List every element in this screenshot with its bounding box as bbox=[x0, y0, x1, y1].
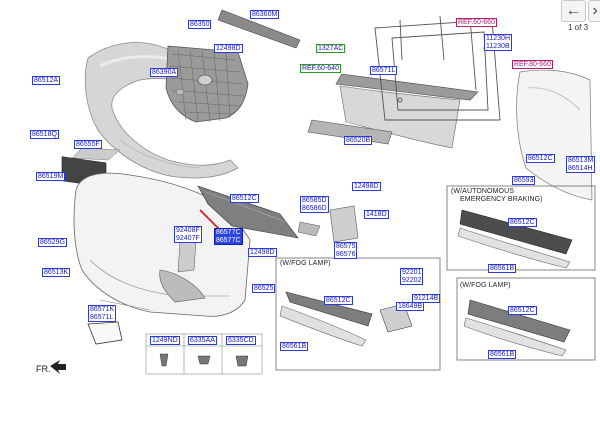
part-label-86512C-aeb[interactable]: 86512C bbox=[508, 218, 537, 227]
part-label-1327AC[interactable]: 1327AC bbox=[316, 44, 346, 53]
part-label-86529G[interactable]: 86529G bbox=[38, 238, 67, 247]
part-label-86520B[interactable]: 86520B bbox=[344, 136, 373, 145]
next-page-button[interactable]: › bbox=[588, 0, 600, 22]
fastener-table bbox=[145, 333, 263, 375]
part-label-1418D[interactable]: 1418D bbox=[364, 210, 389, 219]
part-label-86390A[interactable]: 86390A bbox=[150, 68, 179, 77]
fog-lamp-box-right bbox=[456, 277, 596, 361]
part-label-86350[interactable]: 86350 bbox=[188, 20, 212, 29]
front-direction-label: FR. bbox=[36, 364, 51, 374]
part-label-1249ND[interactable]: 1249ND bbox=[150, 336, 180, 345]
upper-shield-part bbox=[217, 9, 301, 49]
ref-label-80-660[interactable]: REF.80-660 bbox=[512, 60, 553, 69]
fog-lamp-bezel bbox=[87, 321, 123, 345]
part-label-91214B[interactable]: 91214B bbox=[412, 294, 441, 303]
part-label-86561B-aeb[interactable]: 86561B bbox=[488, 264, 517, 273]
radiator-grille bbox=[165, 45, 249, 123]
lower-bumper-assembly bbox=[73, 172, 251, 317]
part-label-86518Q[interactable]: 86518Q bbox=[30, 130, 59, 139]
part-label-86512C-right[interactable]: 86512C bbox=[526, 154, 555, 163]
part-label-86525[interactable]: 86525 bbox=[252, 284, 276, 293]
part-label-86561B-fog-right[interactable]: 86561B bbox=[488, 350, 517, 359]
part-label-86555F[interactable]: 86555F bbox=[74, 140, 102, 149]
part-label-86512C-center[interactable]: 86512C bbox=[230, 194, 259, 203]
front-arrow-icon bbox=[50, 360, 66, 374]
fastener-icons bbox=[159, 353, 249, 367]
previous-page-button[interactable]: ← bbox=[561, 0, 586, 22]
part-label-86513K[interactable]: 86513K bbox=[42, 268, 71, 277]
part-label-86512A[interactable]: 86512A bbox=[32, 76, 61, 85]
part-label-18649B[interactable]: 18649B bbox=[396, 302, 425, 311]
part-label-86512C-fog-right[interactable]: 86512C bbox=[508, 306, 537, 315]
part-label-6335CD[interactable]: 6335CD bbox=[226, 336, 256, 345]
fog-lamp-box-title: (W/FOG LAMP) bbox=[280, 260, 331, 267]
mounting-bracket bbox=[177, 239, 197, 273]
part-label-86519M[interactable]: 86519M bbox=[36, 172, 66, 181]
radiator-support bbox=[374, 15, 501, 121]
side-bracket bbox=[329, 205, 359, 243]
part-label-86593[interactable]: 86593 bbox=[512, 176, 536, 185]
part-label-86571L-top[interactable]: 86571L bbox=[370, 66, 398, 75]
part-label-86360M[interactable]: 86360M bbox=[250, 10, 280, 19]
part-label-86561B-fog[interactable]: 86561B bbox=[280, 342, 309, 351]
part-label-12498D-c[interactable]: 12498D bbox=[352, 182, 381, 191]
fog-lamp-box bbox=[275, 257, 441, 371]
ref-label-60-660[interactable]: REF.60-660 bbox=[456, 18, 497, 27]
ref-label-60-640[interactable]: REF.60-640 bbox=[300, 64, 341, 73]
lower-grille bbox=[197, 185, 299, 239]
part-label-6335AA[interactable]: 6335AA bbox=[188, 336, 217, 345]
reinforcement-beam bbox=[335, 73, 479, 101]
aeb-box-title-line1: (W/AUTONOMOUS bbox=[451, 188, 515, 195]
aeb-box-title-line2: EMERGENCY BRAKING) bbox=[460, 196, 543, 203]
molding-strip bbox=[71, 147, 121, 161]
part-label-12498D[interactable]: 12498D bbox=[214, 44, 243, 53]
fog-lamp-right-box-title: (W/FOG LAMP) bbox=[460, 282, 511, 289]
emblem-icon bbox=[175, 88, 185, 96]
arrow-left-icon: ← bbox=[565, 2, 582, 19]
part-label-12498D-b[interactable]: 12498D bbox=[248, 248, 277, 257]
aeb-box bbox=[446, 185, 596, 271]
page-indicator: 1 of 3 bbox=[568, 23, 589, 32]
part-label-86512C-fog[interactable]: 86512C bbox=[324, 296, 353, 305]
chevron-right-icon: › bbox=[592, 2, 598, 19]
